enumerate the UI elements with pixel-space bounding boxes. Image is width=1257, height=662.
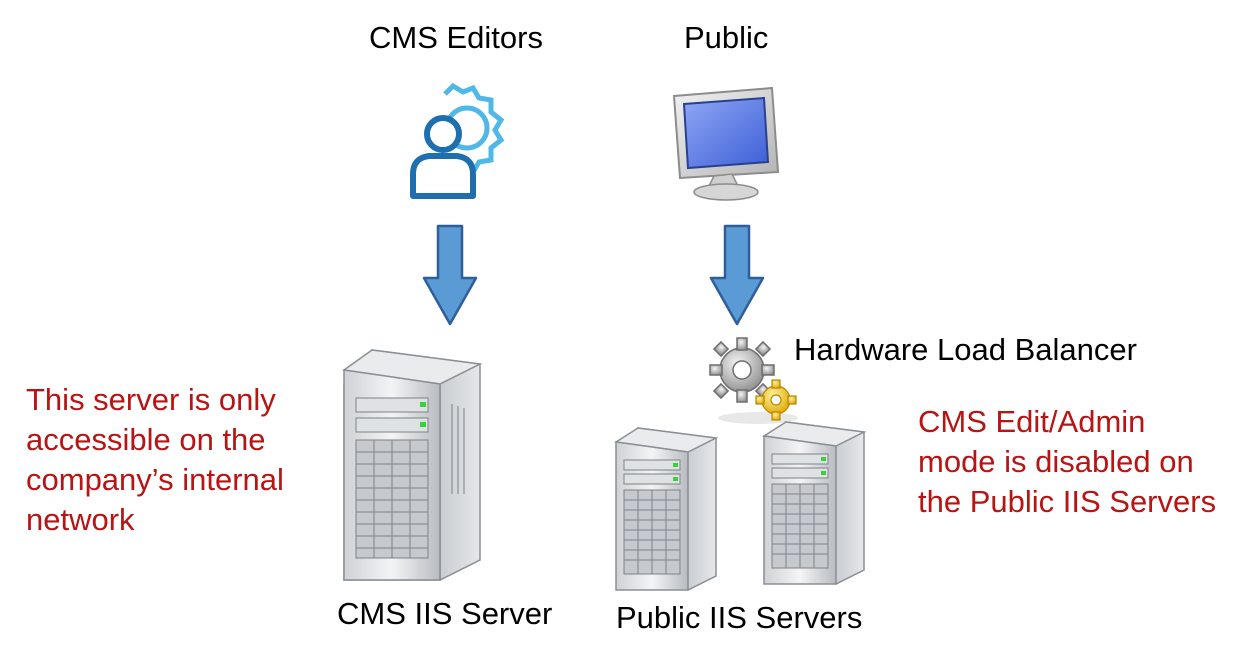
server-tower-icon xyxy=(761,421,867,586)
monitor-icon xyxy=(672,86,780,201)
internal-only-note: This server is only accessible on the co… xyxy=(26,382,284,537)
cms-editors-label: CMS Editors xyxy=(369,20,543,55)
cms-server-label: CMS IIS Server xyxy=(337,596,553,631)
public-label: Public xyxy=(684,20,769,55)
arrow-editors-to-cms xyxy=(422,224,478,326)
user-gear-icon xyxy=(410,82,505,199)
arrow-public-to-balancer xyxy=(709,224,765,326)
server-tower-icon xyxy=(613,427,719,592)
edit-disabled-note: CMS Edit/Admin mode is disabled on the P… xyxy=(918,404,1217,519)
load-balancer-label: Hardware Load Balancer xyxy=(794,332,1137,367)
server-tower-icon xyxy=(342,349,483,582)
gears-icon xyxy=(709,337,798,424)
public-servers-label: Public IIS Servers xyxy=(616,600,863,635)
